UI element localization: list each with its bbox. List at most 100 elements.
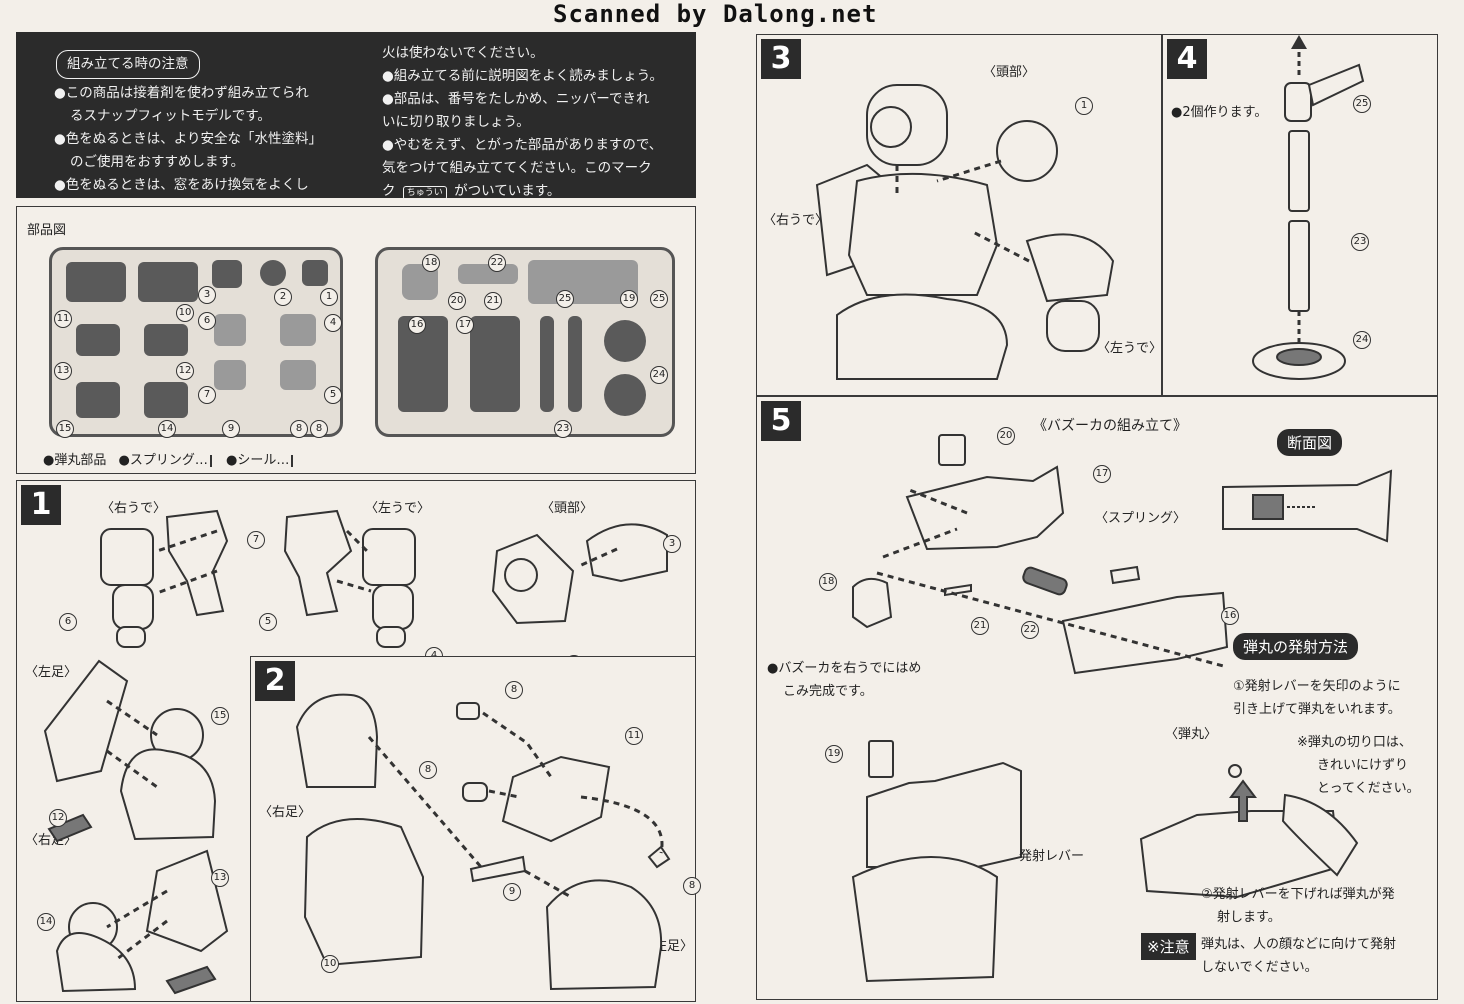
part-number: 12 <box>49 809 67 827</box>
part-number: 9 <box>222 420 240 438</box>
runner-part <box>214 360 246 390</box>
cut-note-line: きれいにけずり <box>1317 758 1409 773</box>
caution-line: ク ちゅうい がついています。 <box>382 180 663 203</box>
part-number: 13 <box>211 869 229 887</box>
part-number: 8 <box>419 761 437 779</box>
step-3-head-label: 〈頭部〉 <box>983 65 1036 80</box>
caution-line-prefix: ク <box>382 183 396 199</box>
runner-part <box>76 382 120 418</box>
part-number: 24 <box>1353 331 1371 349</box>
part-number: 8 <box>290 420 308 438</box>
step-4-box: 4 ●2個作ります。 25 23 24 <box>1162 34 1438 396</box>
part-number: 11 <box>625 727 643 745</box>
part-number: 17 <box>1093 465 1111 483</box>
fire-caution: 弾丸は、人の顔などに向けて発射 しないでください。 <box>1201 933 1396 979</box>
part-number: 8 <box>683 877 701 895</box>
step-2-box: 2 〈右足〉 〈左足〉 8 8 11 9 8 10 <box>250 656 701 1002</box>
part-number: 22 <box>1021 621 1039 639</box>
caution-line: るスナップフィットモデルです。 <box>70 108 271 124</box>
step-1-number: 1 <box>21 485 61 525</box>
caution-line: ●組み立てる前に説明図をよく読みましょう。 <box>382 68 663 84</box>
part-number: 1 <box>1075 97 1093 115</box>
step-3-number: 3 <box>761 39 801 79</box>
parts-diagram-box: 部品図 11 10 3 2 1 6 4 13 12 7 5 1 <box>16 206 696 474</box>
caution-column-1: ●この商品は接着剤を使わず組み立てられ るスナップフィットモデルです。 ●色をぬ… <box>54 82 322 197</box>
caution-line: 気をつけて組み立ててください。このマーク <box>382 160 652 176</box>
caution-mark-icon: ちゅうい <box>402 186 447 200</box>
caution-badge: ※注意 <box>1141 933 1196 960</box>
step-3-box: 3 〈頭部〉 〈右うで〉 〈左うで〉 1 <box>756 34 1162 396</box>
part-number: 3 <box>198 286 216 304</box>
scan-watermark: Scanned by Dalong.net <box>553 0 878 28</box>
cut-note-line: ※弾丸の切り口は、 <box>1297 735 1412 750</box>
runner-part <box>302 260 328 286</box>
runner-part <box>214 314 246 346</box>
attach-note-line: ●バズーカを右うでにはめ <box>767 661 922 676</box>
spring-count-icon <box>209 454 212 467</box>
part-number: 19 <box>620 290 638 308</box>
part-number: 20 <box>997 427 1015 445</box>
part-number: 16 <box>408 316 426 334</box>
part-number: 21 <box>484 292 502 310</box>
part-number: 3 <box>663 535 681 553</box>
part-number: 2 <box>274 288 292 306</box>
step-1-left-leg-label: 〈左足〉 <box>25 665 78 680</box>
part-number: 5 <box>324 386 342 404</box>
attach-note: ●バズーカを右うでにはめ こみ完成です。 <box>767 657 921 703</box>
bullet-label: 〈弾丸〉 <box>1165 727 1218 742</box>
part-number: 12 <box>176 362 194 380</box>
caution-line: ●色をぬるときは、より安全な「水性塗料」 <box>54 131 323 147</box>
part-number: 25 <box>556 290 574 308</box>
seal-count-icon <box>291 454 294 467</box>
part-number: 8 <box>310 420 328 438</box>
part-number: 20 <box>448 292 466 310</box>
caution-line: いに切り取りましょう。 <box>382 114 530 130</box>
part-number: 18 <box>422 254 440 272</box>
part-number: 14 <box>158 420 176 438</box>
runner-part <box>470 316 520 412</box>
part-number: 8 <box>505 681 523 699</box>
part-number: 5 <box>259 613 277 631</box>
step-2-right-leg-label: 〈右足〉 <box>259 805 312 820</box>
part-number: 15 <box>56 420 74 438</box>
step-4-number: 4 <box>1167 39 1207 79</box>
part-number: 10 <box>321 955 339 973</box>
step-4-note: ●2個作ります。 <box>1171 105 1268 120</box>
runner-part <box>144 382 188 418</box>
fire-caution-line: しないでください。 <box>1201 960 1318 975</box>
part-number: 9 <box>503 883 521 901</box>
fire-lever-label: 発射レバー <box>1019 849 1085 864</box>
left-page: 組み立てる時の注意 ●この商品は接着剤を使わず組み立てられ るスナップフィットモ… <box>14 30 701 1002</box>
runner-part <box>138 262 198 302</box>
step-1-head-label: 〈頭部〉 <box>541 501 594 516</box>
fire-step-line: 射します。 <box>1217 910 1281 925</box>
part-number: 7 <box>247 531 265 549</box>
fire-caution-line: 弾丸は、人の顔などに向けて発射 <box>1201 937 1397 952</box>
caution-line: のご使用をおすすめします。 <box>70 154 245 170</box>
part-number: 23 <box>554 420 572 438</box>
cut-note: ※弾丸の切り口は、 きれいにけずり とってください。 <box>1297 731 1420 800</box>
attach-note-line: こみ完成です。 <box>783 684 873 699</box>
section-view-badge: 断面図 <box>1277 429 1343 456</box>
runner-b: 18 22 20 21 25 19 25 16 17 24 23 <box>375 247 675 438</box>
legend-spring: スプリング… <box>129 453 208 468</box>
runner-a: 11 10 3 2 1 6 4 13 12 7 5 15 14 9 8 8 <box>49 247 343 438</box>
part-number: 15 <box>211 707 229 725</box>
runner-part <box>398 316 448 412</box>
part-number: 11 <box>54 310 72 328</box>
part-number: 18 <box>819 573 837 591</box>
legend-bullet-parts: 弾丸部品 <box>54 453 107 468</box>
part-number: 17 <box>456 316 474 334</box>
fire-method-badge: 弾丸の発射方法 <box>1233 633 1359 660</box>
part-number: 22 <box>488 254 506 272</box>
caution-line: ●やむをえず、とがった部品がありますので、 <box>382 137 663 153</box>
legend-seal: シール… <box>237 453 290 468</box>
runner-part <box>144 324 188 356</box>
caution-line: ●部品は、番号をたしかめ、ニッパーできれ <box>382 91 650 107</box>
runner-part <box>528 260 638 304</box>
step-2-number: 2 <box>255 661 295 701</box>
part-number: 6 <box>59 613 77 631</box>
caution-line: ●この商品は接着剤を使わず組み立てられ <box>54 85 309 101</box>
part-number: 19 <box>825 745 843 763</box>
fire-step-line: ①発射レバーを矢印のように <box>1233 679 1401 694</box>
